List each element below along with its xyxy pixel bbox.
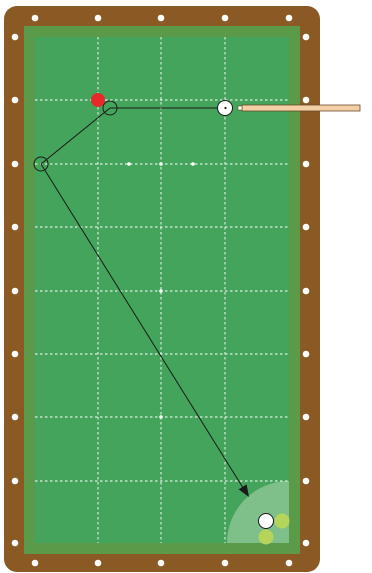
- spot-head-center: [159, 162, 163, 166]
- diamond-right-1: [303, 34, 310, 41]
- cue-stick-shaft: [242, 105, 360, 111]
- spot-head-right: [191, 162, 195, 166]
- diamond-top-1: [32, 15, 39, 22]
- diamond-left-2: [12, 97, 19, 104]
- diamond-bottom-1: [32, 560, 39, 567]
- target-ball-yellow-lower: [259, 530, 274, 545]
- diamond-right-3: [303, 161, 310, 168]
- cue-stick-tip: [238, 106, 242, 110]
- diamond-top-3: [158, 15, 165, 22]
- diamond-left-6: [12, 351, 19, 358]
- target-ball-white: [259, 514, 274, 529]
- diamond-right-7: [303, 414, 310, 421]
- diamond-bottom-4: [222, 560, 229, 567]
- cue-stick-icon[interactable]: [238, 105, 360, 111]
- diamond-left-8: [12, 478, 19, 485]
- spot-center: [159, 289, 163, 293]
- diamond-top-4: [222, 15, 229, 22]
- diamond-left-4: [12, 224, 19, 231]
- cue-ball-aim-dot: [224, 107, 226, 109]
- diamond-right-8: [303, 478, 310, 485]
- diamond-left-5: [12, 288, 19, 295]
- diamond-right-2: [303, 97, 310, 104]
- object-ball-red[interactable]: [91, 93, 105, 107]
- diamond-bottom-2: [95, 560, 102, 567]
- diamond-left-7: [12, 414, 19, 421]
- diamond-left-3: [12, 161, 19, 168]
- diamond-bottom-3: [158, 560, 165, 567]
- spot-head-left: [127, 162, 131, 166]
- diamond-right-5: [303, 288, 310, 295]
- diamond-top-5: [286, 15, 293, 22]
- target-ball-yellow-upper: [275, 514, 290, 529]
- diamond-right-4: [303, 224, 310, 231]
- diamond-right-9: [303, 540, 310, 547]
- diamond-left-9: [12, 540, 19, 547]
- diamond-bottom-5: [286, 560, 293, 567]
- diamond-right-6: [303, 351, 310, 358]
- diamond-top-2: [95, 15, 102, 22]
- spot-foot: [159, 415, 163, 419]
- diamond-left-1: [12, 34, 19, 41]
